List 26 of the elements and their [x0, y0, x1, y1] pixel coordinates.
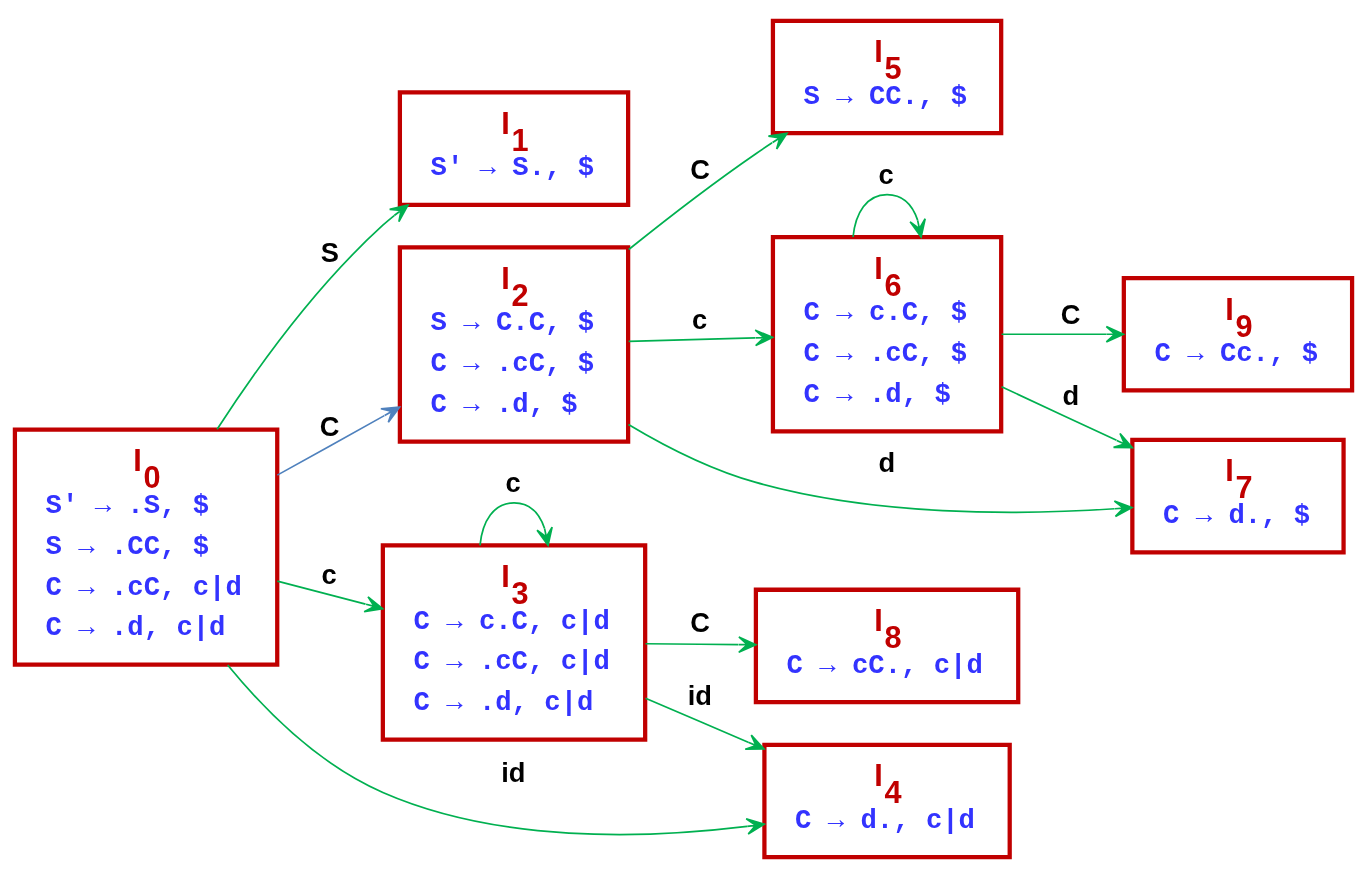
arrow: [644, 635, 757, 653]
edge-label: c: [505, 466, 521, 498]
edge-label: C: [690, 153, 710, 185]
arrow: [1000, 325, 1125, 343]
edge-label: d: [878, 446, 896, 478]
arrow: [644, 696, 765, 750]
edge-label: id: [687, 679, 712, 711]
edge-label: S: [320, 236, 339, 268]
edge-label: c: [692, 303, 708, 335]
arrow: [852, 193, 926, 238]
edge-label: id: [501, 756, 526, 788]
edge-label: d: [1062, 379, 1080, 411]
arrow: [627, 328, 774, 346]
arrow: [226, 663, 765, 835]
arrow: [627, 132, 788, 250]
arrow: [276, 405, 401, 476]
edge-label: c: [878, 158, 894, 190]
arrow: [216, 203, 409, 430]
arrow: [627, 423, 1133, 517]
edge-label: C: [319, 410, 340, 442]
arrow: [479, 501, 553, 546]
arrow: [1000, 385, 1134, 448]
edge-label: C: [690, 606, 710, 638]
edge-label: C: [1060, 298, 1081, 330]
arrow: [276, 579, 384, 613]
edge-label: c: [321, 558, 337, 590]
